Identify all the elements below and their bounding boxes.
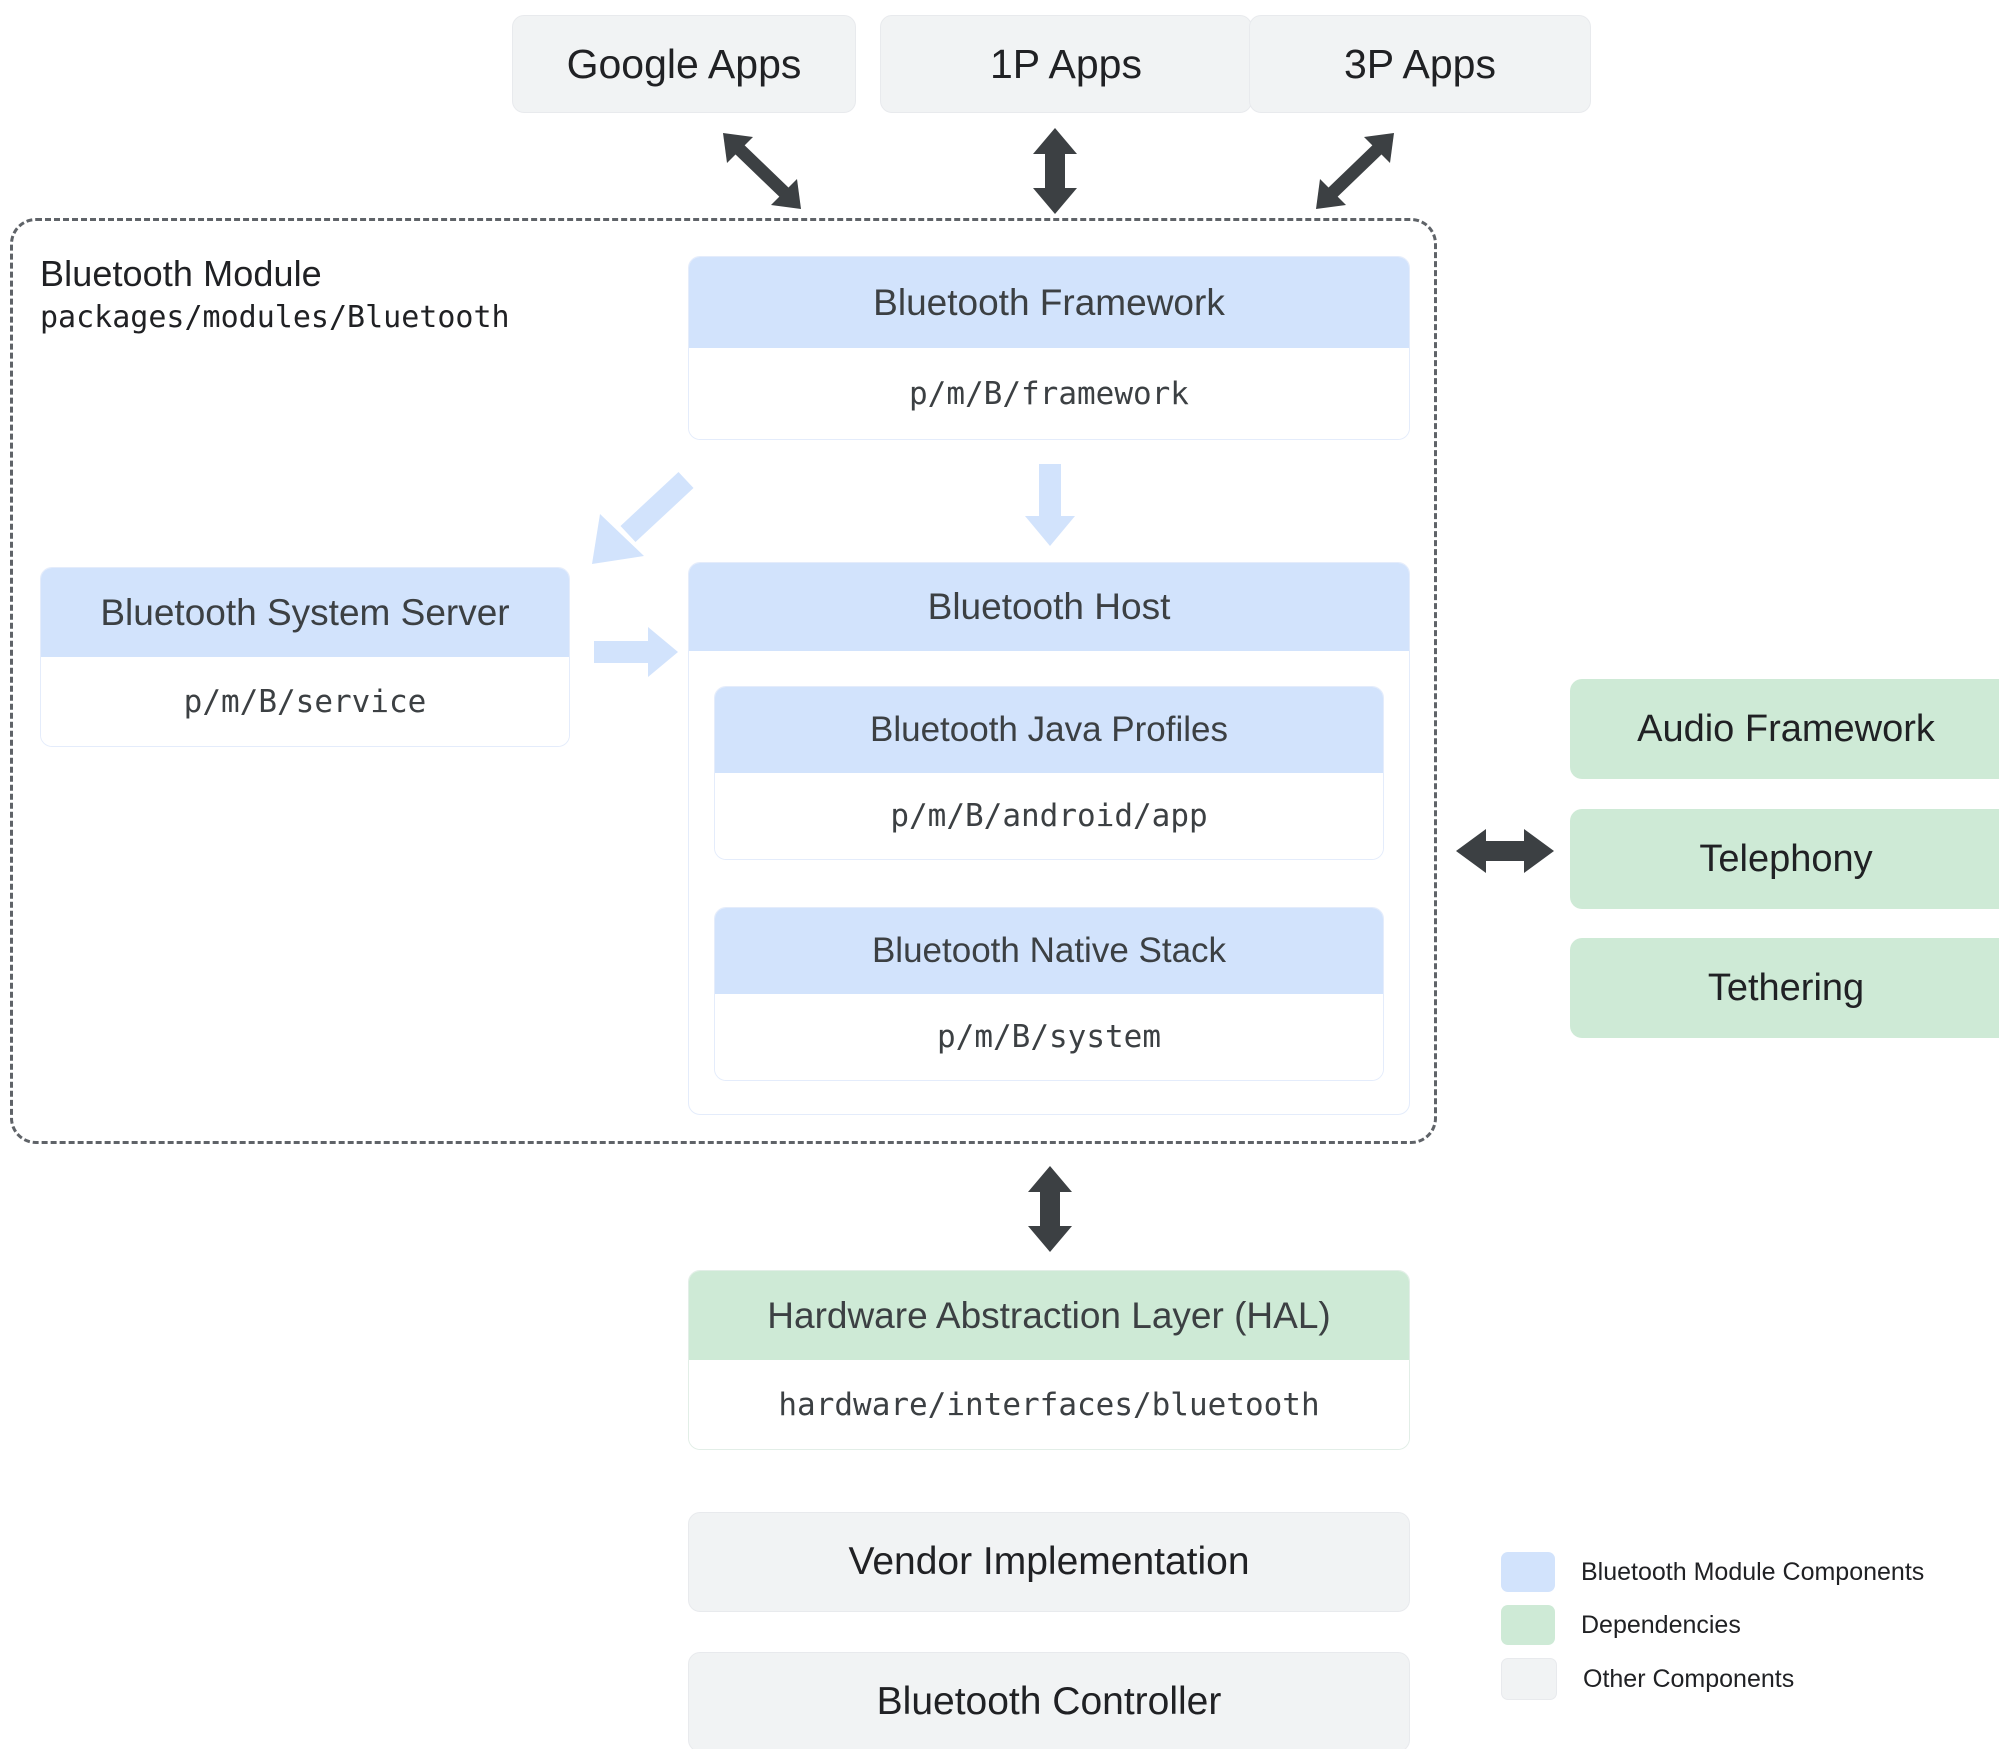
connector-3p-apps-to-module <box>1310 131 1400 211</box>
bluetooth-native-stack-path: p/m/B/system <box>937 1019 1161 1055</box>
hal-card[interactable]: Hardware Abstraction Layer (HAL) hardwar… <box>688 1270 1410 1450</box>
bluetooth-java-profiles-title: Bluetooth Java Profiles <box>870 710 1228 749</box>
app-box-label: 3P Apps <box>1344 40 1496 87</box>
vendor-implementation-box[interactable]: Vendor Implementation <box>688 1512 1410 1612</box>
connector-1p-apps-to-module <box>1027 128 1083 214</box>
connector-framework-to-system-server <box>588 468 698 570</box>
legend-label: Dependencies <box>1581 1610 1741 1639</box>
hal-path: hardware/interfaces/bluetooth <box>778 1386 1320 1423</box>
bluetooth-framework-title: Bluetooth Framework <box>873 281 1225 323</box>
hal-path-row: hardware/interfaces/bluetooth <box>689 1360 1409 1449</box>
bluetooth-module-container <box>10 218 1437 1144</box>
connector-host-to-dependencies <box>1456 825 1554 877</box>
bluetooth-system-server-path-row: p/m/B/service <box>41 657 569 746</box>
app-box-3p-apps[interactable]: 3P Apps <box>1249 15 1591 113</box>
app-box-1p-apps[interactable]: 1P Apps <box>880 15 1252 113</box>
bluetooth-framework-path-row: p/m/B/framework <box>689 348 1409 439</box>
bluetooth-host-header: Bluetooth Host <box>689 563 1409 651</box>
bluetooth-native-stack-title: Bluetooth Native Stack <box>871 931 1227 970</box>
legend-swatch-gray <box>1501 1658 1557 1700</box>
hal-header: Hardware Abstraction Layer (HAL) <box>689 1271 1409 1360</box>
bluetooth-java-profiles-header: Bluetooth Java Profiles <box>715 687 1383 773</box>
connector-system-server-to-host <box>594 625 678 679</box>
legend-item-dependencies: Dependencies <box>1501 1605 1971 1645</box>
hal-title: Hardware Abstraction Layer (HAL) <box>767 1294 1331 1336</box>
bluetooth-native-stack-path-row: p/m/B/system <box>715 994 1383 1080</box>
bluetooth-framework-header: Bluetooth Framework <box>689 257 1409 348</box>
bluetooth-system-server-card[interactable]: Bluetooth System Server p/m/B/service <box>40 567 570 747</box>
bluetooth-native-stack-header: Bluetooth Native Stack <box>715 908 1383 994</box>
bluetooth-controller-box[interactable]: Bluetooth Controller <box>688 1652 1410 1749</box>
bluetooth-system-server-title: Bluetooth System Server <box>100 591 510 633</box>
bluetooth-java-profiles-path: p/m/B/android/app <box>890 798 1208 834</box>
dependency-box-label: Tethering <box>1707 966 1865 1009</box>
app-box-google-apps[interactable]: Google Apps <box>512 15 856 113</box>
bluetooth-system-server-path: p/m/B/service <box>183 683 427 720</box>
app-box-label: Google Apps <box>566 40 802 87</box>
connector-google-apps-to-module <box>717 131 807 211</box>
dependency-box-label: Audio Framework <box>1637 707 1935 750</box>
bluetooth-java-profiles-path-row: p/m/B/android/app <box>715 773 1383 859</box>
connector-framework-to-host <box>1023 464 1077 546</box>
dependency-box-label: Telephony <box>1699 837 1873 880</box>
bluetooth-controller-label: Bluetooth Controller <box>876 1680 1222 1723</box>
legend: Bluetooth Module Components Dependencies… <box>1501 1552 1971 1700</box>
app-box-label: 1P Apps <box>990 40 1142 87</box>
dependency-box-audio-framework[interactable]: Audio Framework <box>1570 679 1999 779</box>
bluetooth-system-server-header: Bluetooth System Server <box>41 568 569 657</box>
bluetooth-framework-card[interactable]: Bluetooth Framework p/m/B/framework <box>688 256 1410 440</box>
module-title: Bluetooth Module <box>40 253 322 294</box>
legend-label: Other Components <box>1583 1664 1795 1693</box>
bluetooth-framework-path: p/m/B/framework <box>909 375 1189 412</box>
legend-item-bluetooth-module-components: Bluetooth Module Components <box>1501 1552 1971 1592</box>
legend-swatch-blue <box>1501 1552 1555 1592</box>
connector-module-to-hal <box>1022 1166 1078 1252</box>
legend-item-other-components: Other Components <box>1501 1658 1971 1700</box>
dependency-box-tethering[interactable]: Tethering <box>1570 938 1999 1038</box>
vendor-implementation-label: Vendor Implementation <box>848 1540 1250 1583</box>
bluetooth-java-profiles-card[interactable]: Bluetooth Java Profiles p/m/B/android/ap… <box>714 686 1384 860</box>
bluetooth-native-stack-card[interactable]: Bluetooth Native Stack p/m/B/system <box>714 907 1384 1081</box>
bluetooth-host-title: Bluetooth Host <box>927 586 1171 627</box>
module-path: packages/modules/Bluetooth <box>40 300 510 335</box>
legend-label: Bluetooth Module Components <box>1581 1557 1925 1586</box>
legend-swatch-green <box>1501 1605 1555 1645</box>
dependency-box-telephony[interactable]: Telephony <box>1570 809 1999 909</box>
